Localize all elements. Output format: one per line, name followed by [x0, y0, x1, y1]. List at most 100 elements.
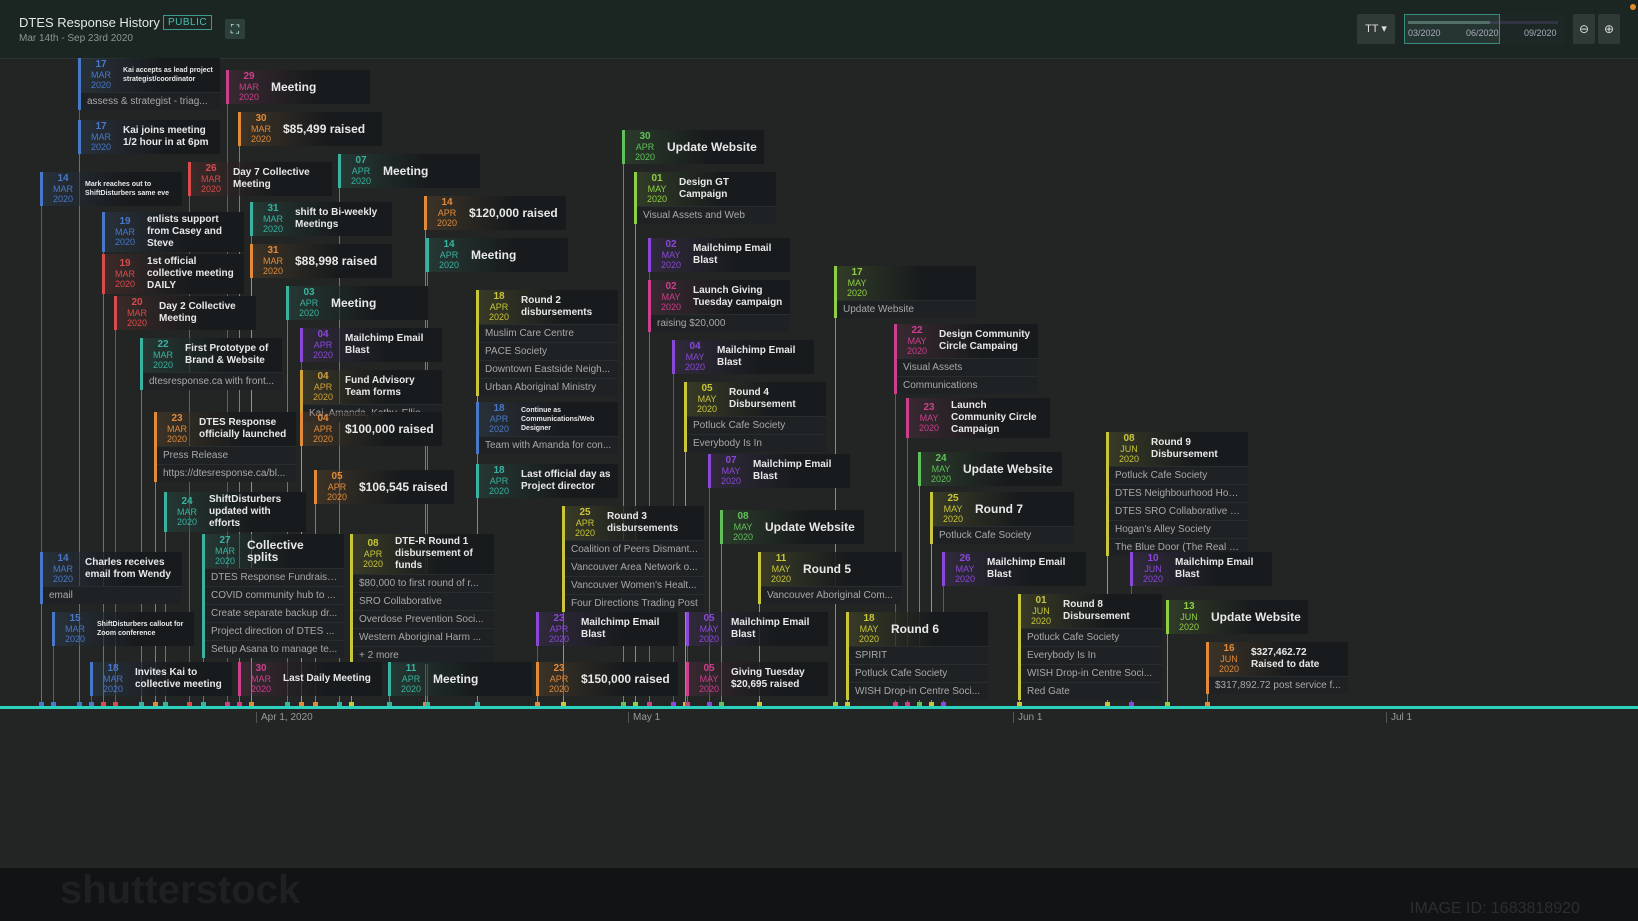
range-slider[interactable]: 03/2020 06/2020 09/2020 [1404, 14, 1564, 44]
event-month: APR [635, 142, 655, 152]
font-size-button[interactable]: TT ▾ [1357, 14, 1395, 44]
event-title: Collective splits [247, 538, 304, 564]
zoom-in-icon[interactable]: ⊕ [1598, 14, 1620, 44]
event-marker [249, 702, 254, 707]
event-year: 2020 [64, 634, 86, 644]
event-title: Update Website [963, 462, 1053, 476]
zoom-out-icon[interactable]: ⊖ [1573, 14, 1595, 44]
event-month: MAY [931, 464, 951, 474]
event-year: 2020 [90, 142, 112, 152]
event-day: 11 [405, 663, 417, 674]
event-detail-line: Update Website [837, 300, 976, 318]
event-day: 04 [317, 329, 329, 340]
event-day: 14 [57, 173, 69, 184]
event-month: MAY [859, 624, 879, 634]
event-detail-line: Vancouver Aboriginal Com... [761, 586, 902, 604]
range-selection-handle[interactable] [1404, 14, 1500, 44]
event-month: APR [549, 674, 569, 684]
event-year: 2020 [262, 266, 284, 276]
event-detail-line: Team with Amanda for con... [479, 436, 618, 454]
event-day: 08 [737, 511, 749, 522]
event-day: 25 [947, 493, 959, 504]
event-year: 2020 [200, 184, 222, 194]
event-marker [1105, 702, 1110, 707]
fullscreen-icon[interactable]: ⛶ [225, 19, 245, 39]
event-title: $150,000 raised [581, 672, 670, 686]
event-detail-line: $80,000 to first round of r... [353, 574, 494, 592]
event-day: 22 [157, 339, 169, 350]
event-day: 04 [317, 371, 329, 382]
event-day: 17 [95, 121, 107, 132]
event-year: 2020 [942, 514, 964, 524]
event-day: 18 [493, 465, 505, 476]
